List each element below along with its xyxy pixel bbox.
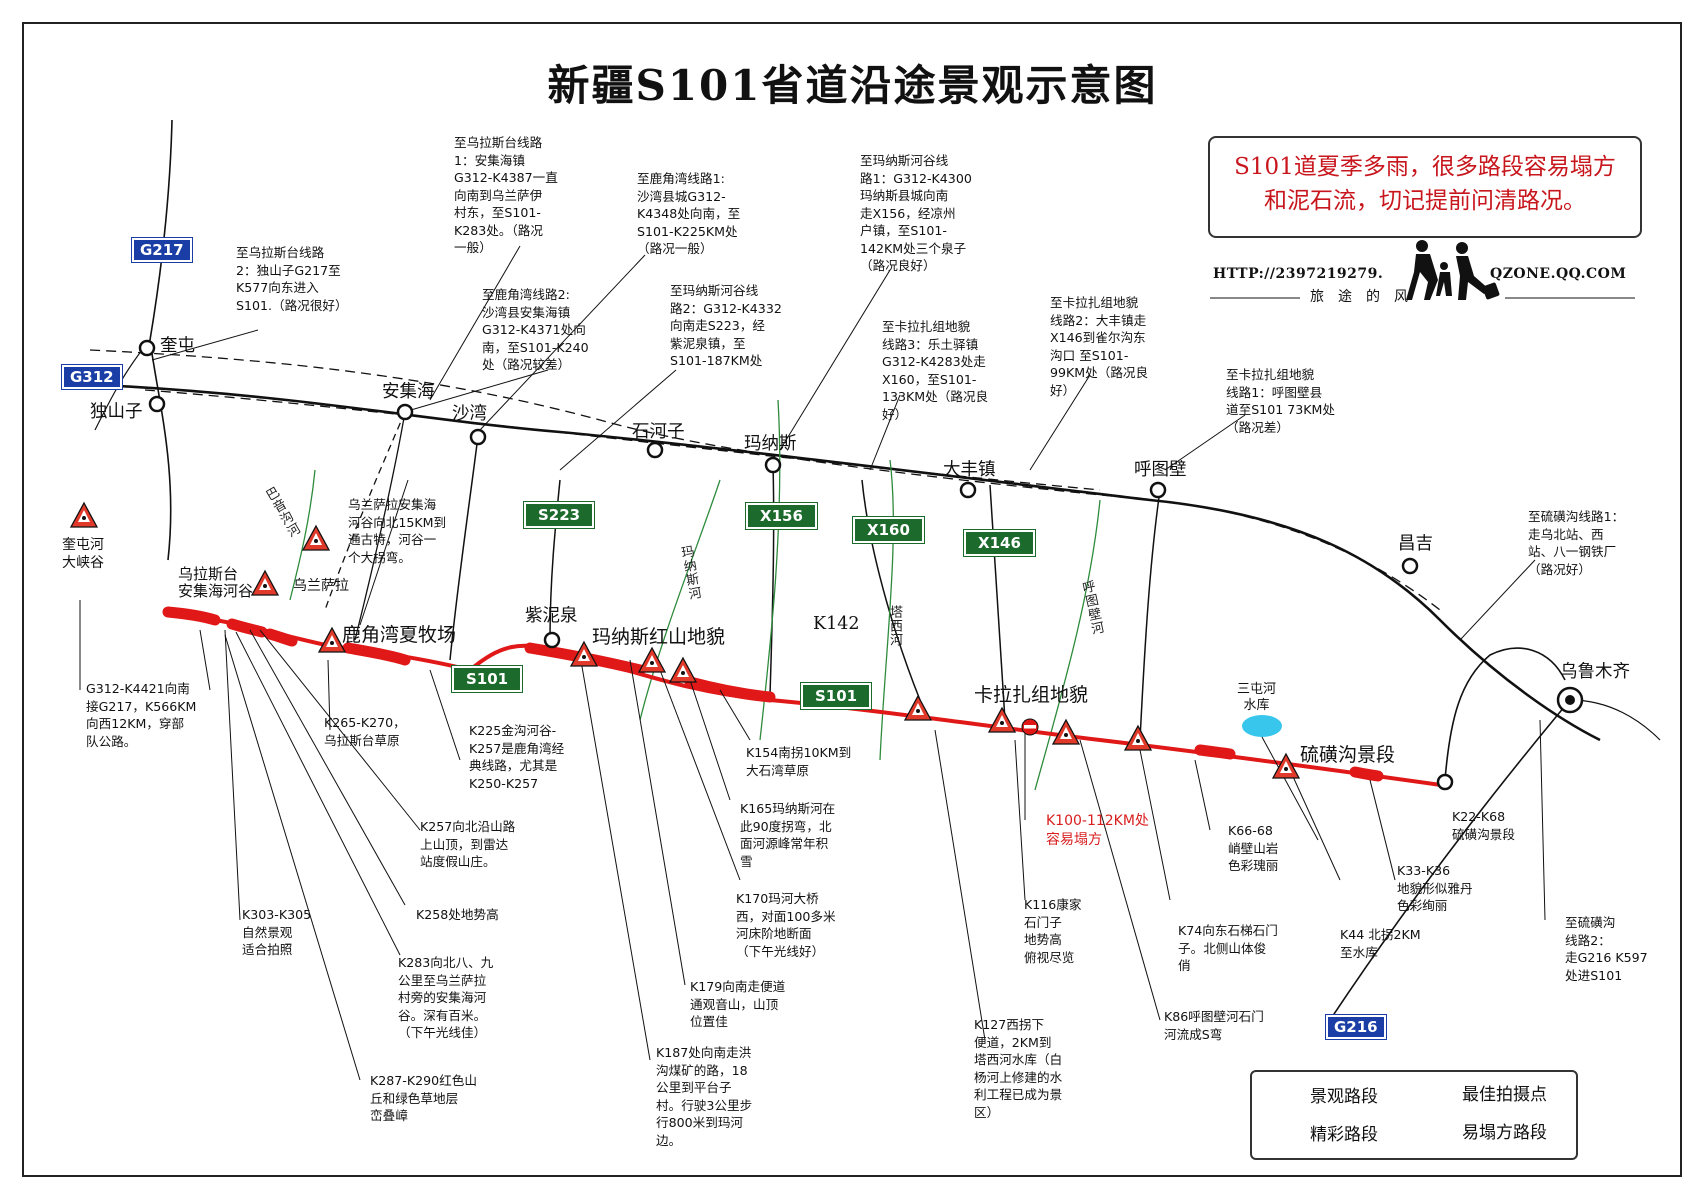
note-k74: K74向东石梯石门 子。北侧山体俊 俏 bbox=[1178, 923, 1278, 973]
note-manasi-route1: 至玛纳斯河谷线 路1：G312-K4300 玛纳斯县城向南 走X156，经凉州 … bbox=[860, 153, 972, 273]
note-k116: K116康家 石门子 地势高 俯视尽览 bbox=[1024, 897, 1082, 965]
place-wulansala: 乌兰萨拉 bbox=[293, 578, 349, 594]
place-changji: 昌吉 bbox=[1398, 534, 1433, 554]
note-lujiaowan-route2: 至鹿角湾线路2: 沙湾县安集海镇 G312-K4371处向 南，至S101-K2… bbox=[482, 287, 589, 372]
g216-road bbox=[1329, 699, 1571, 1021]
map-legend bbox=[1250, 1070, 1578, 1160]
note-k257: K257向北沿山路 上山顶，到雷达 站度假山庄。 bbox=[420, 819, 516, 869]
note-k225: K225金沟河谷- K257是鹿角湾经 典线路，尤其是 K250-K257 bbox=[469, 723, 565, 791]
note-lujiaowan-route1: 至鹿角湾线路1: 沙湾县城G312- K4348处向南，至 S101-K225K… bbox=[637, 171, 741, 256]
note-liuhuang-route1: 至硫磺沟线路1： 走乌北站、西 站、八一钢铁厂 （路况好） bbox=[1528, 509, 1625, 577]
place-shihezi: 石河子 bbox=[632, 422, 685, 442]
note-wulasitai-route1: 至乌拉斯台线路 1：安集海镇 G312-K4387一直 向南到乌兰萨伊 村东，至… bbox=[454, 135, 558, 255]
place-lujiaowan: 鹿角湾夏牧场 bbox=[342, 624, 457, 646]
note-k165: K165玛纳斯河在 此90度拐弯，北 面河源峰常年积 雪 bbox=[740, 801, 836, 869]
travellers-silhouette bbox=[1406, 240, 1500, 300]
note-k258: K258处地势高 bbox=[416, 907, 499, 922]
place-manasi-hongshan: 玛纳斯红山地貌 bbox=[592, 626, 726, 648]
note-g312-k4421: G312-K4421向南 接G217，K566KM 向西12KM，穿部 队公路。 bbox=[86, 681, 197, 749]
note-kalazha-route1: 至卡拉扎组地貌 线路1：呼图壁县 道至S101 73KM处 （路况差） bbox=[1226, 367, 1335, 435]
note-k283: K283向北八、九 公里至乌兰萨拉 村旁的安集海河 谷。深有百米。 （下午光线佳… bbox=[398, 955, 494, 1040]
note-liuhuang-route2: 至硫磺沟 线路2： 走G216 K597 处进S101 bbox=[1565, 915, 1648, 983]
place-dushanzi: 独山子 bbox=[90, 402, 143, 422]
place-dafeng: 大丰镇 bbox=[943, 460, 996, 480]
shield-s101-a: S101 bbox=[450, 665, 524, 693]
highlight-segments bbox=[162, 606, 1384, 782]
place-ziniquan: 紫泥泉 bbox=[525, 606, 578, 626]
shield-s101-b: S101 bbox=[799, 682, 873, 710]
place-hutubi: 呼图壁 bbox=[1134, 460, 1187, 480]
note-k303: K303-K305 自然景观 适合拍照 bbox=[242, 907, 312, 957]
note-kalazha-route3: 至卡拉扎组地貌 线路3：乐土驿镇 G312-K4283处走 X160，至S101… bbox=[882, 319, 989, 422]
note-k265: K265-K270， 乌拉斯台草原 bbox=[324, 715, 406, 748]
place-wulasitai: 乌拉斯台 安集海河谷 bbox=[178, 565, 254, 600]
shield-s223: S223 bbox=[522, 501, 596, 529]
place-liuhuanggou: 硫磺沟景段 bbox=[1300, 744, 1396, 766]
santun-reservoir bbox=[1242, 715, 1282, 737]
town-markers bbox=[138, 339, 1454, 791]
place-anjihai: 安集海 bbox=[382, 382, 435, 402]
place-manasi: 玛纳斯 bbox=[744, 434, 797, 454]
place-k142: K142 bbox=[813, 614, 860, 634]
note-wulasitai-route2: 至乌拉斯台线路 2：独山子G217至 K577向东进入 S101.（路况很好） bbox=[236, 245, 348, 313]
note-k86: K86呼图壁河石门 河流成S弯 bbox=[1164, 1009, 1264, 1042]
place-santunhe-reservoir: 三屯河 水库 bbox=[1237, 682, 1277, 713]
note-k170: K170玛河大桥 西，对面100多米 河床阶地断面 （下午光线好） bbox=[736, 891, 836, 959]
note-k66: K66-68 峭壁山岩 色彩瑰丽 bbox=[1228, 823, 1279, 873]
shield-g312: G312 bbox=[61, 364, 123, 390]
leader-lines bbox=[79, 245, 1546, 1081]
legend-scenic-label: 景观路段 bbox=[1310, 1087, 1378, 1107]
railway-dashed bbox=[89, 349, 1441, 611]
note-k127: K127西拐下 便道，2KM到 塔西河水库（白 杨河上修建的水 利工程已成为景 … bbox=[974, 1017, 1063, 1120]
legend-photo-spot-label: 最佳拍摄点 bbox=[1462, 1085, 1547, 1105]
shield-x156: X156 bbox=[745, 502, 818, 530]
watermark-tagline: 旅途的风 bbox=[1310, 289, 1422, 305]
rain-warning-notice: S101道夏季多雨，很多路段容易塌方和泥石流，切记提前问清路况。 bbox=[1208, 136, 1642, 238]
note-anjihai-valley: 乌兰萨拉安集海 河谷向北15KM到 通古特，河谷一 个大拐弯。 bbox=[348, 497, 447, 565]
shield-g216: G216 bbox=[1325, 1014, 1387, 1040]
note-kalazha-route2: 至卡拉扎组地貌 线路2：大丰镇走 X146到雀尔沟东 沟口 至S101- 99K… bbox=[1050, 295, 1149, 398]
note-k179: K179向南走便道 通观音山，山顶 位置佳 bbox=[690, 979, 786, 1029]
place-kuitunhe-canyon: 奎屯河 大峡谷 bbox=[62, 537, 104, 571]
note-k22: K22-K68 硫磺沟景段 bbox=[1452, 809, 1515, 842]
shield-x146: X146 bbox=[963, 529, 1036, 557]
place-kuitun: 奎屯 bbox=[160, 336, 195, 356]
legend-collapse-label: 易塌方路段 bbox=[1462, 1123, 1547, 1143]
note-k100-collapse: K100-112KM处 容易塌方 bbox=[1046, 813, 1149, 848]
place-shawan: 沙湾 bbox=[452, 404, 487, 424]
note-k154: K154南拐10KM到 大石湾草原 bbox=[746, 745, 852, 778]
river-taxi: 塔西河 bbox=[887, 605, 902, 647]
shield-g217: G217 bbox=[131, 237, 193, 263]
note-k44: K44 北拐2KM 至水库 bbox=[1340, 927, 1421, 960]
watermark-url-left: HTTP://2397219279. bbox=[1213, 266, 1384, 282]
shield-x160: X160 bbox=[852, 516, 925, 544]
note-k187: K187处向南走洪 沟煤矿的路，18 公里到平台子 村。行驶3公里步 行800米… bbox=[656, 1045, 753, 1148]
note-k287: K287-K290红色山 丘和绿色草地层 峦叠嶂 bbox=[370, 1073, 477, 1123]
map-frame bbox=[22, 22, 1682, 1177]
legend-highlight-label: 精彩路段 bbox=[1310, 1125, 1378, 1145]
map-title: 新疆S101省道沿途景观示意图 bbox=[547, 61, 1158, 110]
note-k33: K33-K36 地貌形似雅丹 色彩绚丽 bbox=[1397, 863, 1473, 913]
place-urumqi: 乌鲁木齐 bbox=[1560, 662, 1630, 682]
note-manasi-route2: 至玛纳斯河谷线 路2：G312-K4332 向南走S223，经 紫泥泉镇，至 S… bbox=[670, 283, 782, 368]
place-kalazha: 卡拉扎组地貌 bbox=[974, 684, 1089, 706]
watermark-url-right: QZONE.QQ.COM bbox=[1490, 266, 1627, 282]
